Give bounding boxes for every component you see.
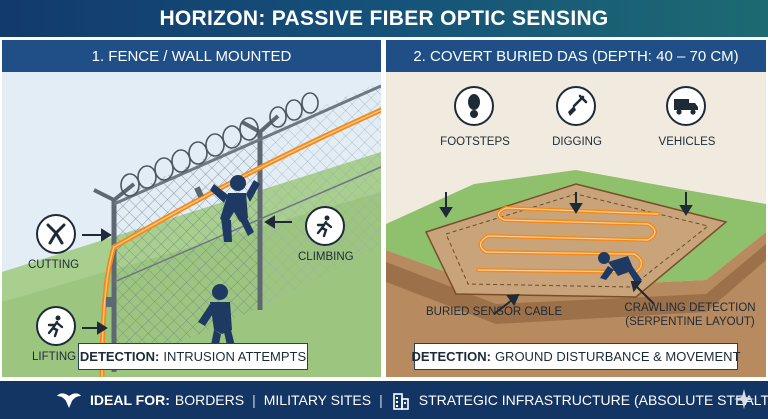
climbing-label: CLIMBING (298, 251, 354, 263)
page-title: HORIZON: PASSIVE FIBER OPTIC SENSING (159, 6, 609, 30)
buried-cable-label: BURIED SENSOR CABLE (426, 306, 563, 318)
footer-item-infrastructure: STRATEGIC INFRASTRUCTURE (ABSOLUTE STEAL… (418, 392, 768, 408)
footer-item-borders: BORDERS (174, 392, 245, 408)
footer-key: IDEAL FOR: (90, 392, 170, 408)
sparkle-icon (734, 389, 754, 412)
footprint-icon (454, 86, 494, 126)
cutting-label: CUTTING (28, 259, 80, 271)
lifting-running-icon (36, 306, 76, 346)
pliers-icon (36, 214, 76, 254)
detection-key: DETECTION: (79, 349, 160, 364)
fence-mounted-panel: 1. FENCE / WALL MOUNTED (2, 40, 381, 377)
buried-das-panel: 2. COVERT BURIED DAS (DEPTH: 40 – 70 CM) (386, 40, 766, 377)
header-banner: HORIZON: PASSIVE FIBER OPTIC SENSING (0, 0, 768, 37)
shovel-icon (556, 86, 596, 126)
crawling-label-line1: CRAWLING DETECTION (624, 302, 756, 314)
fence-detection-box: DETECTION: INTRUSION ATTEMPTS (78, 343, 308, 370)
buried-panel-title: 2. COVERT BURIED DAS (DEPTH: 40 – 70 CM) (386, 40, 766, 72)
detection-key: DETECTION: (411, 349, 491, 364)
vehicles-label: VEHICLES (658, 136, 716, 148)
fence-panel-title: 1. FENCE / WALL MOUNTED (2, 40, 381, 72)
crawling-label-line2: (SERPENTINE LAYOUT) (625, 316, 755, 328)
detection-value: GROUND DISTURBANCE & MOVEMENT (494, 349, 741, 364)
lifting-label: LIFTING (32, 351, 77, 363)
footer-banner: IDEAL FOR: BORDERS | MILITARY SITES | ST… (0, 381, 768, 419)
footer-separator: | (379, 392, 383, 408)
footer-separator: | (252, 392, 256, 408)
climbing-running-icon (305, 206, 345, 246)
truck-icon (666, 86, 706, 126)
footsteps-label: FOOTSTEPS (440, 136, 510, 148)
footer-item-military: MILITARY SITES (263, 392, 372, 408)
building-icon (391, 390, 411, 410)
digging-label: DIGGING (552, 136, 602, 148)
buried-detection-box: DETECTION: GROUND DISTURBANCE & MOVEMENT (411, 343, 741, 370)
detection-value: INTRUSION ATTEMPTS (163, 349, 307, 364)
eagle-icon (56, 390, 82, 410)
